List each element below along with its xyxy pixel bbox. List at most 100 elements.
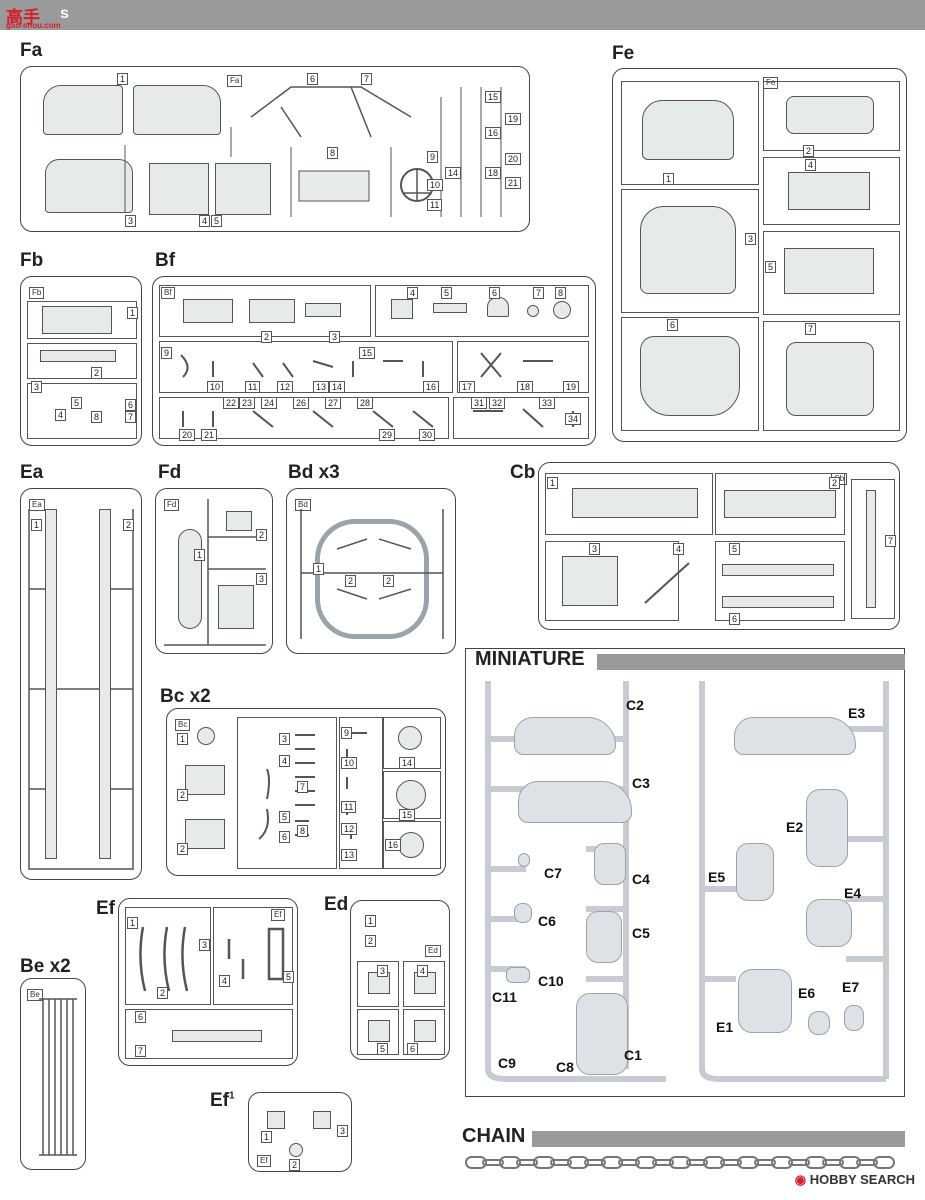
sprue-bf: Bf 2 3 4 5 6 7 8 9 10 11 12 13 14 15 16 … bbox=[152, 276, 596, 446]
cb-cell-7 bbox=[851, 479, 895, 619]
figure-label: C9 bbox=[498, 1055, 516, 1071]
fb-num: 6 bbox=[125, 399, 137, 411]
chain-part bbox=[465, 1152, 905, 1174]
fb-cell-2 bbox=[27, 343, 137, 379]
chain-header: CHAIN bbox=[462, 1125, 905, 1149]
fa-num: 1 bbox=[117, 73, 129, 85]
fb-num: 5 bbox=[71, 397, 83, 409]
chain-title: CHAIN bbox=[462, 1125, 526, 1147]
ef-num: 7 bbox=[135, 1045, 147, 1057]
fe-cell-1 bbox=[621, 81, 759, 185]
sprue-ef1: Ef 1 2 3 bbox=[248, 1092, 352, 1172]
bf-cell-3 bbox=[159, 341, 453, 393]
part-ef1-3 bbox=[289, 1143, 303, 1157]
part-fe-1 bbox=[642, 100, 734, 160]
part-panel-5 bbox=[215, 163, 271, 215]
cb-num: 7 bbox=[885, 535, 897, 547]
miniature-panel: MINIATURE C2 C3 C7 C4 C6 C5 C10 C11 C9 C… bbox=[465, 648, 905, 1097]
sprue-title-cb: Cb bbox=[510, 462, 536, 483]
figure-label: E6 bbox=[798, 985, 816, 1001]
bc-num: 11 bbox=[341, 801, 357, 813]
part-cb-1 bbox=[572, 488, 698, 518]
ea-num: 1 bbox=[31, 519, 43, 531]
bc-cell-mid bbox=[237, 717, 337, 869]
part-fe-2 bbox=[786, 96, 874, 134]
sprue-tag-fd: Fd bbox=[164, 499, 180, 511]
ef-small-parts bbox=[139, 926, 285, 992]
sprue-fa: Fa 1 6 7 3 4 5 8 9 10 11 14 15 16 18 19 … bbox=[20, 66, 530, 232]
cb-num: 3 bbox=[589, 543, 601, 555]
bf-num: 32 bbox=[489, 397, 506, 409]
bf-num: 31 bbox=[471, 397, 488, 409]
figure-label: E1 bbox=[716, 1019, 734, 1035]
sprue-title-be: Be x2 bbox=[20, 956, 71, 977]
sprue-fd: Fd 1 2 3 bbox=[155, 488, 273, 654]
fe-num: 2 bbox=[803, 145, 815, 157]
sprue-title-bd: Bd x3 bbox=[288, 462, 340, 483]
bf-num: 15 bbox=[359, 347, 376, 359]
bf-num: 16 bbox=[423, 381, 440, 393]
miniature-title: MINIATURE bbox=[475, 648, 585, 670]
part-cb-3 bbox=[562, 556, 618, 606]
bc-num: 5 bbox=[279, 811, 291, 823]
sprue-cb: Cb 1 2 3 4 5 6 7 bbox=[538, 462, 900, 630]
fd-num: 3 bbox=[256, 573, 268, 585]
ef-num: 2 bbox=[157, 987, 169, 999]
figure-label: C7 bbox=[544, 865, 562, 881]
fa-num: 14 bbox=[445, 167, 462, 179]
part-fd-3 bbox=[218, 585, 254, 629]
part-cb-7 bbox=[866, 490, 876, 608]
fe-num: 3 bbox=[745, 233, 757, 245]
cb-num: 2 bbox=[829, 477, 841, 489]
bf-small-parts bbox=[180, 352, 574, 428]
fa-num: 7 bbox=[361, 73, 373, 85]
bf-num: 3 bbox=[329, 331, 341, 343]
sprue-bc: Bc 1 2 2 3 4 5 6 7 8 9 10 11 12 13 14 15… bbox=[166, 708, 446, 876]
part-fe-6 bbox=[640, 336, 740, 416]
figure-part-e6 bbox=[808, 1011, 830, 1035]
sprue-tag-be: Be bbox=[27, 989, 43, 1001]
figure-part-e2 bbox=[806, 789, 848, 867]
part-fe-4 bbox=[788, 172, 870, 210]
part-ed-6 bbox=[414, 1020, 436, 1042]
miniature-runners bbox=[485, 681, 889, 1082]
bf-num: 17 bbox=[459, 381, 476, 393]
miniature-header: MINIATURE bbox=[465, 648, 905, 672]
part-fd-2 bbox=[226, 511, 252, 531]
bf-num: 34 bbox=[565, 413, 582, 425]
part-bc-2a bbox=[185, 765, 225, 795]
bf-num: 12 bbox=[277, 381, 294, 393]
figure-label: C2 bbox=[626, 697, 644, 713]
fb-num: 1 bbox=[127, 307, 139, 319]
part-ed-5 bbox=[368, 1020, 390, 1042]
part-bc-2b bbox=[185, 819, 225, 849]
part-bd-frame bbox=[315, 519, 429, 639]
fd-runner-lines bbox=[164, 499, 266, 646]
figure-label: E7 bbox=[842, 979, 860, 995]
fb-num: 3 bbox=[31, 381, 43, 393]
ea-runner-lines bbox=[28, 509, 134, 870]
part-bf-5 bbox=[433, 303, 467, 313]
cb-cell-1 bbox=[545, 473, 713, 535]
fa-num: 19 bbox=[505, 113, 522, 125]
part-bc-16 bbox=[398, 832, 424, 858]
fa-num: 10 bbox=[427, 179, 444, 191]
bf-num: 28 bbox=[357, 397, 374, 409]
fa-num: 8 bbox=[327, 147, 339, 159]
figure-part-c2 bbox=[514, 717, 616, 755]
sprue-tag-ed: Ed bbox=[425, 945, 441, 957]
header-title-fragment: s bbox=[60, 5, 69, 22]
figure-label: C8 bbox=[556, 1059, 574, 1075]
bc-num: 2 bbox=[177, 789, 189, 801]
part-dashboard bbox=[45, 159, 133, 213]
fa-num: 18 bbox=[485, 167, 502, 179]
watermark-icon: ◉ bbox=[794, 1172, 810, 1187]
sprue-tag-bf: Bf bbox=[161, 287, 175, 299]
ed-num: 4 bbox=[417, 965, 429, 977]
bf-cell-2 bbox=[375, 285, 589, 337]
fe-num: 4 bbox=[805, 159, 817, 171]
sprue-tag-ea: Ea bbox=[29, 499, 45, 511]
bf-num: 11 bbox=[245, 381, 261, 393]
fa-num: 11 bbox=[427, 199, 443, 211]
